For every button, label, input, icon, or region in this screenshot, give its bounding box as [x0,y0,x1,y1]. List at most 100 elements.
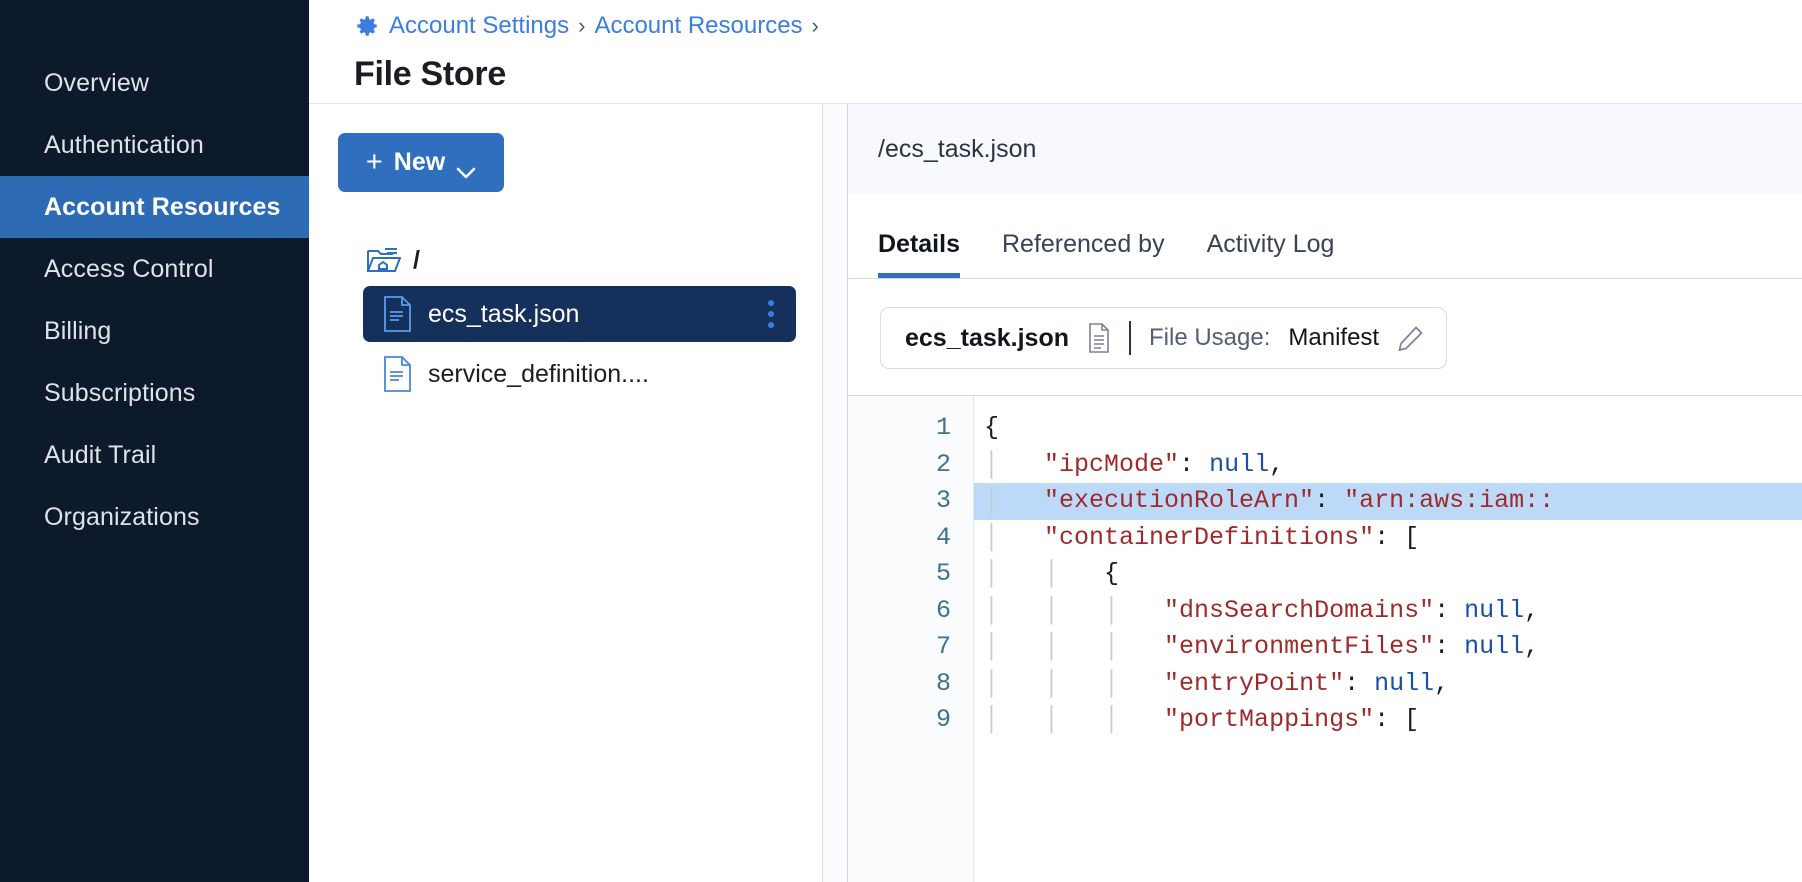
tab-details[interactable]: Details [878,230,960,278]
pencil-icon[interactable] [1397,325,1424,352]
indent-guide: │ [984,559,1045,588]
sidebar-item-label: Subscriptions [44,378,196,407]
code-token: : [1314,486,1345,515]
sidebar-item-audit-trail[interactable]: Audit Trail [0,424,309,486]
sidebar-item-label: Account Resources [44,192,281,221]
code-token: null [1209,449,1270,479]
indent-guide: │ [1044,705,1105,734]
new-button-label: New [393,148,446,176]
file-usage-box: ecs_task.json File Usage: Manifest [880,307,1448,369]
line-number: 3 [935,486,951,515]
code-token: , [1524,595,1540,625]
kebab-menu-icon[interactable] [768,300,774,328]
sidebar-item-label: Authentication [44,130,204,159]
breadcrumb-item-account-settings[interactable]: Account Settings [389,12,570,39]
code-token: : [ [1374,705,1420,734]
sidebar-item-account-resources[interactable]: Account Resources [0,176,309,238]
indent-guide: │ [984,705,1045,734]
code-line: │ │ │ "dnsSearchDomains": null, [974,593,1802,630]
indent-guide: │ [1104,632,1165,661]
code-content[interactable]: {│ "ipcMode": null,│ "executionRoleArn":… [974,396,1802,882]
breadcrumb-separator-2: › [811,13,819,38]
file-icon [383,356,412,392]
code-token: null [1464,595,1525,625]
line-number: 9 [935,705,951,734]
code-token: { [984,413,1000,442]
code-token: : [1179,449,1210,479]
detail-panel: /ecs_task.json Details Referenced by Activ… [823,104,1802,882]
sidebar-item-access-control[interactable]: Access Control [0,238,309,300]
code-token: : [1434,632,1465,661]
usage-label: File Usage: [1149,324,1271,351]
code-token: : [1344,668,1375,698]
sidebar-item-label: Billing [44,316,112,345]
sidebar-item-authentication[interactable]: Authentication [0,114,309,176]
detail-inner: /ecs_task.json Details Referenced by Activ… [847,104,1802,882]
code-token: "entryPoint" [1164,668,1345,698]
sidebar-item-organizations[interactable]: Organizations [0,486,309,548]
content-row: + New [309,104,1802,882]
line-number: 1 [935,413,951,442]
code-line: │ │ │ "entryPoint": null, [974,666,1802,703]
document-icon [1087,323,1111,353]
code-token: , [1434,668,1450,698]
file-icon [383,296,412,332]
new-button[interactable]: + New [338,133,504,192]
indent-guide: │ [1104,668,1165,698]
code-token: "portMappings" [1164,705,1375,734]
page-header: Account Settings › Account Resources › F… [309,0,1802,104]
line-number: 6 [935,595,951,625]
tree-root-folder[interactable]: / [309,238,822,282]
file-path-bar: /ecs_task.json [848,104,1802,194]
file-usage-section: ecs_task.json File Usage: Manifest [848,279,1802,369]
code-token: , [1524,632,1540,661]
code-token: { [1104,559,1120,588]
code-line: │ │ │ "environmentFiles": null, [974,629,1802,666]
sidebar-item-label: Overview [44,68,149,97]
breadcrumb-item-account-resources[interactable]: Account Resources [594,12,803,39]
gear-icon [354,13,380,39]
tab-referenced-by[interactable]: Referenced by [1001,230,1165,258]
code-token: null [1464,632,1525,661]
file-name: ecs_task.json [428,299,580,328]
sidebar-item-subscriptions[interactable]: Subscriptions [0,362,309,424]
folder-home-icon [365,245,402,275]
indent-guide: │ [1044,668,1105,698]
code-line: │ │ │ "portMappings": [ [974,702,1802,739]
sidebar-item-billing[interactable]: Billing [0,300,309,362]
file-tree-item[interactable]: service_definition.... [363,346,796,402]
indent-guide: │ [1044,559,1105,588]
file-list: ecs_task.json service_definition.... [309,286,822,402]
usage-filename: ecs_task.json [905,323,1069,352]
sidebar-item-label: Audit Trail [44,440,157,469]
line-number: 5 [935,559,951,588]
indent-guide: │ [1104,705,1165,734]
indent-guide: │ [984,595,1045,625]
file-tree-item[interactable]: ecs_task.json [363,286,796,342]
usage-value: Manifest [1288,324,1380,351]
sidebar-item-label: Organizations [44,502,200,531]
code-token: "executionRoleArn" [1044,486,1315,515]
code-line: │ │ { [974,556,1802,593]
detail-tabs: Details Referenced by Activity Log [848,194,1802,279]
code-line: { [974,410,1802,447]
sidebar-item-overview[interactable]: Overview [0,52,309,114]
tab-activity-log[interactable]: Activity Log [1206,230,1335,258]
indent-guide: │ [1104,595,1165,625]
code-line: │ "executionRoleArn": "arn:aws:iam:: [974,483,1802,520]
file-tree: / ecs_task.json service_definition.... [309,238,822,402]
code-line: │ "containerDefinitions": [ [974,520,1802,557]
chevron-down-icon [456,157,476,178]
line-number: 7 [935,632,951,661]
breadcrumb: Account Settings › Account Resources › [354,6,1802,46]
indent-guide: │ [984,449,1045,479]
main-area: Account Settings › Account Resources › F… [309,0,1802,882]
line-number: 8 [935,668,951,698]
indent-guide: │ [1044,632,1105,661]
breadcrumb-separator: › [578,13,586,38]
usage-divider [1129,321,1131,355]
